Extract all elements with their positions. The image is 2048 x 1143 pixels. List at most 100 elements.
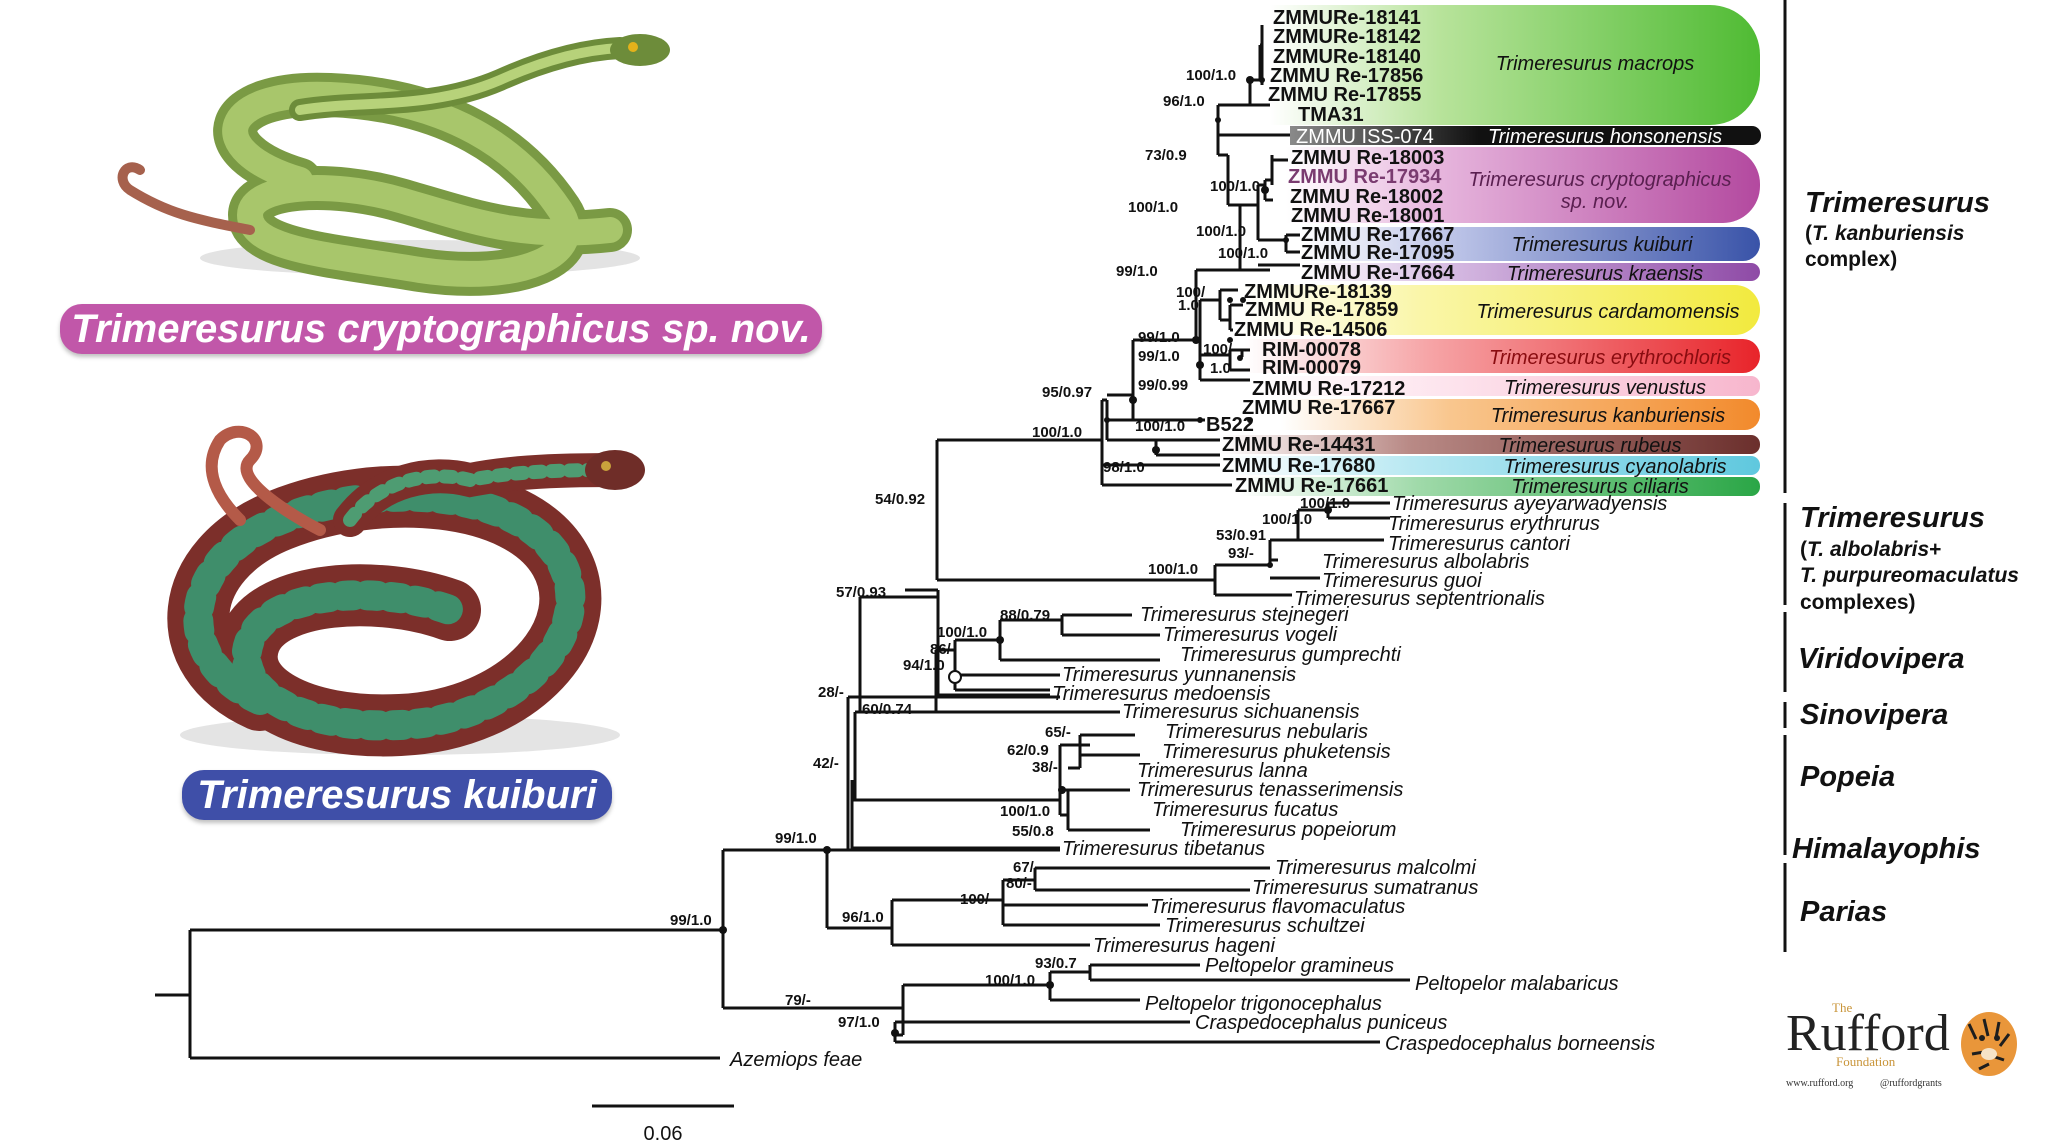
tip-label: Trimeresurus gumprechti (1180, 644, 1401, 666)
tip-label: Trimeresurus phuketensis (1162, 741, 1391, 763)
group-title: Trimeresurus (1805, 187, 1990, 219)
support-value: 62/0.9 (1007, 742, 1049, 759)
tip-label: ZMMU Re-17667 (1301, 224, 1454, 246)
band-label-cryptographicus-1: Trimeresurus cryptographicus (1468, 169, 1731, 191)
svg-text:The: The (1832, 1000, 1852, 1015)
support-value: 54/0.92 (875, 491, 925, 508)
tip-label: Trimeresurus flavomaculatus (1150, 896, 1405, 918)
band-label-venustus: Trimeresurus venustus (1504, 377, 1706, 399)
support-value: 86/- (930, 641, 956, 658)
support-value: 73/0.9 (1145, 147, 1187, 164)
band-label-kraensis: Trimeresurus kraensis (1507, 263, 1703, 285)
band-label-rubeus: Trimeresurus rubeus (1498, 435, 1681, 457)
rufford-logo-graphic: The Rufford Foundation www.rufford.org @… (1786, 1000, 2017, 1089)
group-subtitle: (T. albolabris+ (1800, 538, 1941, 561)
band-label-cardamomensis: Trimeresurus cardamomensis (1476, 301, 1739, 323)
tip-label: B522 (1206, 414, 1254, 436)
node-markers (719, 76, 1332, 1037)
tree-branches (155, 25, 1410, 1060)
group-subtitle: complexes) (1800, 591, 1916, 614)
tip-label: ZMMU Re-17661 (1235, 475, 1388, 497)
tip-label: Craspedocephalus borneensis (1385, 1033, 1655, 1055)
support-value: 79/- (785, 992, 811, 1009)
support-value: 96/1.0 (842, 909, 884, 926)
support-value: 99/0.99 (1138, 377, 1188, 394)
support-value: 100/1.0 (985, 972, 1035, 989)
support-value: 93/- (1228, 545, 1254, 562)
tip-label: Trimeresurus albolabris (1322, 551, 1529, 573)
support-value: 100/1.0 (1210, 178, 1260, 195)
group-subtitle: complex) (1805, 248, 1897, 271)
tip-label: ZMMU Re-17664 (1301, 262, 1455, 284)
support-value: 96/1.0 (1163, 93, 1205, 110)
scale-bar: 0.06 (592, 1104, 734, 1143)
band-cardamomensis (1240, 285, 1760, 335)
tip-label: ZMMU Re-17856 (1270, 65, 1423, 87)
group-title: Himalayophis (1792, 833, 1981, 865)
support-value: 88/0.79 (1000, 607, 1050, 624)
support-value: 95/0.97 (1042, 384, 1092, 401)
support-value: 93/0.7 (1035, 955, 1077, 972)
group-title: Parias (1800, 896, 1887, 928)
tip-label: Peltopelor malabaricus (1415, 973, 1618, 995)
support-value: 60/0.74 (862, 701, 913, 718)
group-subtitle: T. purpureomaculatus (1800, 564, 2019, 587)
snake-photo-cryptographicus (117, 34, 670, 296)
support-value: 97/1.0 (838, 1014, 880, 1031)
tip-label: Craspedocephalus puniceus (1195, 1012, 1447, 1034)
band-venustus (1258, 376, 1760, 396)
svg-text:www.rufford.org: www.rufford.org (1786, 1078, 1853, 1089)
tip-label: ZMMU Re-18003 (1291, 147, 1444, 169)
support-value: 100/1.0 (1196, 223, 1246, 240)
tip-label: Trimeresurus fucatus (1152, 799, 1338, 821)
band-erythrochloris (1245, 339, 1760, 373)
band-label-erythrochloris: Trimeresurus erythrochloris (1489, 347, 1731, 369)
band-label-cryptographicus-2: sp. nov. (1561, 191, 1630, 213)
tip-label: Trimeresurus ayeyarwadyensis (1392, 493, 1667, 515)
support-value: 100/ (1176, 284, 1206, 301)
support-value: 100/1.0 (1000, 803, 1050, 820)
svg-text:@ruffordgrants: @ruffordgrants (1880, 1078, 1942, 1089)
tip-labels: ZMMURe-18141 ZMMURe-18142 ZMMURe-18140 Z… (729, 7, 1667, 1071)
tip-label: Trimeresurus vogeli (1163, 624, 1338, 646)
tip-label: Trimeresurus schultzei (1165, 915, 1365, 937)
band-kuiburi (1300, 227, 1760, 261)
band-label-cyanolabris: Trimeresurus cyanolabris (1503, 456, 1726, 478)
tip-label: ZMMU Re-14506 (1234, 319, 1387, 341)
rufford-logo: The Rufford Foundation www.rufford.org @… (1784, 994, 2024, 1094)
tip-label: Trimeresurus nebularis (1165, 721, 1368, 743)
support-value: 100/1.0 (1128, 199, 1178, 216)
tip-label: Trimeresurus cantori (1388, 533, 1570, 555)
tip-label: ZMMU Re-18002 (1290, 186, 1443, 208)
group-labels: Trimeresurus (T. kanburiensis complex) T… (1792, 187, 2019, 928)
tiger-icon (1961, 1012, 2017, 1076)
group-title: Trimeresurus (1800, 502, 1985, 534)
tip-label: ZMMU Re-17934 (1288, 166, 1442, 188)
tip-label: Trimeresurus stejnegeri (1140, 604, 1349, 626)
tip-label: Trimeresurus erythrurus (1388, 513, 1600, 535)
tip-label: ZMMU Re-17859 (1245, 299, 1398, 321)
band-macrops (1270, 5, 1760, 125)
band-ciliaris (1240, 477, 1760, 496)
tip-label: Trimeresurus guoi (1322, 570, 1482, 592)
group-subtitle: (T. kanburiensis (1805, 222, 1965, 245)
band-label-macrops: Trimeresurus macrops (1496, 53, 1695, 75)
band-honsonensis (1290, 126, 1761, 145)
support-value: 38/- (1032, 759, 1058, 776)
tip-label: ZMMU Re-17855 (1268, 84, 1421, 106)
tip-label: Trimeresurus lanna (1137, 760, 1308, 782)
support-value: 100/1.0 (937, 624, 987, 641)
band-cryptographicus (1286, 147, 1760, 223)
support-value: 99/1.0 (775, 830, 817, 847)
tip-label: Trimeresurus medoensis (1052, 683, 1271, 705)
tip-label: Trimeresurus tibetanus (1062, 838, 1265, 860)
band-labels: Trimeresurus macrops Trimeresurus honson… (1468, 53, 1739, 498)
support-value: 100/1.0 (1186, 67, 1236, 84)
group-title: Popeia (1800, 761, 1895, 793)
support-value: 100/1.0 (1032, 424, 1082, 441)
band-label-ciliaris: Trimeresurus ciliaris (1511, 476, 1688, 498)
band-label-kanburiensis: Trimeresurus kanburiensis (1491, 405, 1725, 427)
tip-label: ZMMU Re-14431 (1222, 434, 1375, 456)
